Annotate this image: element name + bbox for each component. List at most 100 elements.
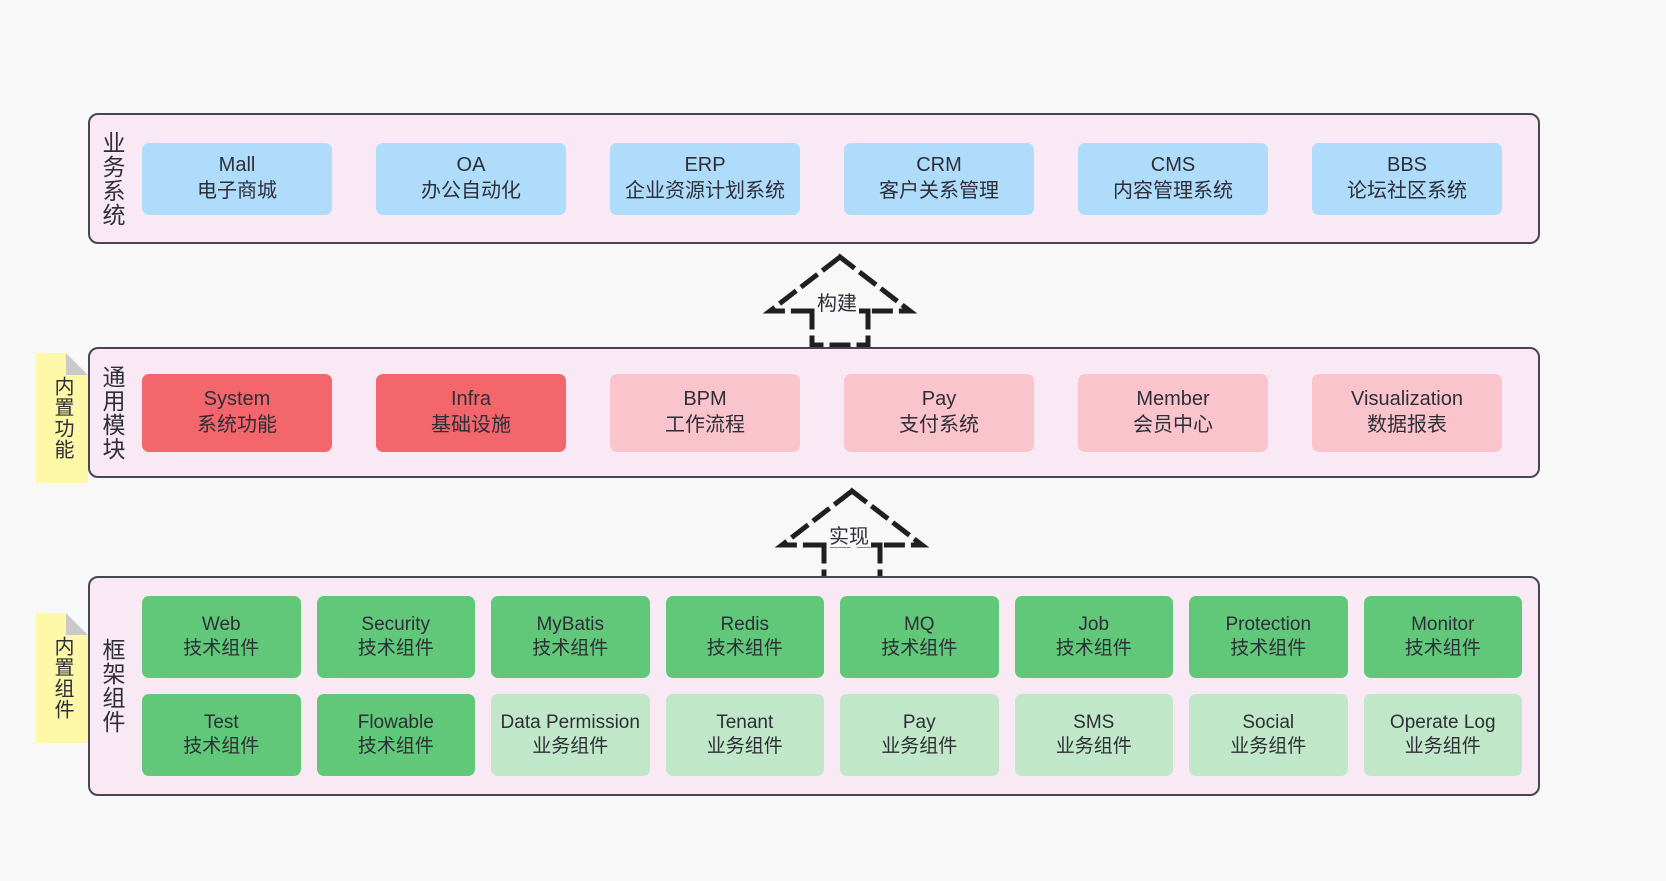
node-crm[interactable]: CRM 客户关系管理 [844, 142, 1034, 215]
node-crm-subtitle: 客户关系管理 [879, 179, 999, 202]
node-bbs[interactable]: BBS 论坛社区系统 [1312, 142, 1502, 215]
layer-body-common-module: System 系统功能 Infra 基础设施 BPM 工作流程 Pay 支付系统… [134, 349, 1538, 476]
note-builtin-function: 内置功能 [36, 353, 88, 483]
node-visualization-title: Visualization [1351, 388, 1463, 411]
node-job-title: Job [1078, 614, 1110, 636]
note-builtin-function-label: 内置功能 [51, 376, 73, 460]
node-pay-component-subtitle: 业务组件 [881, 736, 958, 757]
note-builtin-component: 内置组件 [36, 613, 88, 743]
node-web[interactable]: Web 技术组件 [142, 596, 301, 678]
node-test-subtitle: 技术组件 [183, 736, 260, 757]
node-protection-subtitle: 技术组件 [1230, 638, 1307, 659]
node-sms-subtitle: 业务组件 [1055, 736, 1132, 757]
layer-common-module: 通用模块 System 系统功能 Infra 基础设施 BPM 工作流程 Pay… [88, 347, 1540, 478]
node-monitor-title: Monitor [1411, 614, 1475, 636]
node-data-permission-subtitle: 业务组件 [532, 736, 609, 757]
node-visualization-subtitle: 数据报表 [1367, 413, 1447, 436]
node-pay-component-title: Pay [902, 712, 936, 734]
node-tenant-title: Tenant [716, 712, 774, 734]
node-erp-subtitle: 企业资源计划系统 [625, 179, 785, 202]
node-web-subtitle: 技术组件 [183, 638, 260, 659]
node-test[interactable]: Test 技术组件 [142, 694, 301, 776]
node-cms-title: CMS [1150, 154, 1196, 177]
node-oa[interactable]: OA 办公自动化 [376, 142, 566, 215]
node-infra-subtitle: 基础设施 [431, 413, 511, 436]
framework-node-grid: Web 技术组件 Security 技术组件 MyBatis 技术组件 Redi… [140, 596, 1524, 776]
node-tenant[interactable]: Tenant 业务组件 [665, 694, 824, 776]
layer-body-business-system: Mall 电子商城 OA 办公自动化 ERP 企业资源计划系统 CRM 客户关系… [134, 115, 1538, 242]
node-member-title: Member [1136, 388, 1210, 411]
node-system-title: System [203, 388, 271, 411]
node-mybatis[interactable]: MyBatis 技术组件 [491, 596, 650, 678]
node-social-title: Social [1242, 712, 1295, 734]
node-cms[interactable]: CMS 内容管理系统 [1078, 142, 1268, 215]
node-redis[interactable]: Redis 技术组件 [665, 596, 824, 678]
node-mall-subtitle: 电子商城 [197, 179, 277, 202]
connector-build-label: 构建 [815, 293, 859, 315]
node-protection-title: Protection [1225, 614, 1312, 636]
node-bbs-title: BBS [1386, 154, 1428, 177]
node-flowable-title: Flowable [357, 712, 434, 734]
node-member[interactable]: Member 会员中心 [1078, 373, 1268, 452]
node-operate-log[interactable]: Operate Log 业务组件 [1363, 694, 1522, 776]
node-pay-component[interactable]: Pay 业务组件 [840, 694, 999, 776]
node-cms-subtitle: 内容管理系统 [1113, 179, 1233, 202]
node-member-subtitle: 会员中心 [1133, 413, 1213, 436]
node-test-title: Test [203, 712, 239, 734]
node-mybatis-title: MyBatis [536, 614, 605, 636]
node-bpm-subtitle: 工作流程 [665, 413, 745, 436]
note-builtin-component-label: 内置组件 [51, 636, 73, 720]
layer-title-common-module: 通用模块 [99, 364, 125, 461]
node-web-title: Web [201, 614, 241, 636]
node-redis-subtitle: 技术组件 [706, 638, 783, 659]
node-system[interactable]: System 系统功能 [142, 373, 332, 452]
node-mq-subtitle: 技术组件 [881, 638, 958, 659]
node-mq-title: MQ [903, 614, 935, 636]
node-sms-title: SMS [1073, 712, 1115, 734]
node-bpm[interactable]: BPM 工作流程 [610, 373, 800, 452]
node-security-subtitle: 技术组件 [357, 638, 434, 659]
node-job[interactable]: Job 技术组件 [1014, 596, 1173, 678]
node-mall[interactable]: Mall 电子商城 [142, 142, 332, 215]
connector-implement-label: 实现 [827, 526, 871, 548]
node-data-permission-title: Data Permission [500, 712, 640, 734]
node-operate-log-title: Operate Log [1389, 712, 1496, 734]
node-pay-module-title: Pay [921, 388, 957, 411]
node-security[interactable]: Security 技术组件 [316, 596, 475, 678]
node-security-title: Security [361, 614, 431, 636]
node-operate-log-subtitle: 业务组件 [1404, 736, 1481, 757]
node-mq[interactable]: MQ 技术组件 [840, 596, 999, 678]
node-oa-subtitle: 办公自动化 [421, 179, 521, 202]
node-tenant-subtitle: 业务组件 [706, 736, 783, 757]
node-oa-title: OA [456, 154, 486, 177]
node-infra-title: Infra [450, 388, 492, 411]
node-redis-title: Redis [720, 614, 770, 636]
layer-title-framework-component: 框架组件 [99, 638, 125, 734]
node-monitor[interactable]: Monitor 技术组件 [1363, 596, 1522, 678]
node-infra[interactable]: Infra 基础设施 [376, 373, 566, 452]
node-mall-title: Mall [218, 154, 256, 177]
layer-framework-component: 框架组件 Web 技术组件 Security 技术组件 MyBatis 技术组件… [88, 576, 1540, 796]
note-fold-corner-icon [66, 353, 88, 375]
connector-build-arrow [760, 253, 920, 348]
node-visualization[interactable]: Visualization 数据报表 [1312, 373, 1502, 452]
node-protection[interactable]: Protection 技术组件 [1189, 596, 1348, 678]
note-fold-corner-icon [66, 613, 88, 635]
node-flowable[interactable]: Flowable 技术组件 [316, 694, 475, 776]
layer-business-system: 业务系统 Mall 电子商城 OA 办公自动化 ERP 企业资源计划系统 CRM… [88, 113, 1540, 244]
layer-body-framework-component: Web 技术组件 Security 技术组件 MyBatis 技术组件 Redi… [134, 578, 1538, 794]
node-sms[interactable]: SMS 业务组件 [1014, 694, 1173, 776]
layer-title-business-system: 业务系统 [99, 130, 125, 227]
node-erp[interactable]: ERP 企业资源计划系统 [610, 142, 800, 215]
node-erp-title: ERP [684, 154, 726, 177]
node-bbs-subtitle: 论坛社区系统 [1347, 179, 1467, 202]
node-crm-title: CRM [916, 154, 962, 177]
node-mybatis-subtitle: 技术组件 [532, 638, 609, 659]
node-pay-module-subtitle: 支付系统 [899, 413, 979, 436]
node-social[interactable]: Social 业务组件 [1189, 694, 1348, 776]
node-social-subtitle: 业务组件 [1230, 736, 1307, 757]
node-data-permission[interactable]: Data Permission 业务组件 [491, 694, 650, 776]
node-monitor-subtitle: 技术组件 [1404, 638, 1481, 659]
node-pay-module[interactable]: Pay 支付系统 [844, 373, 1034, 452]
